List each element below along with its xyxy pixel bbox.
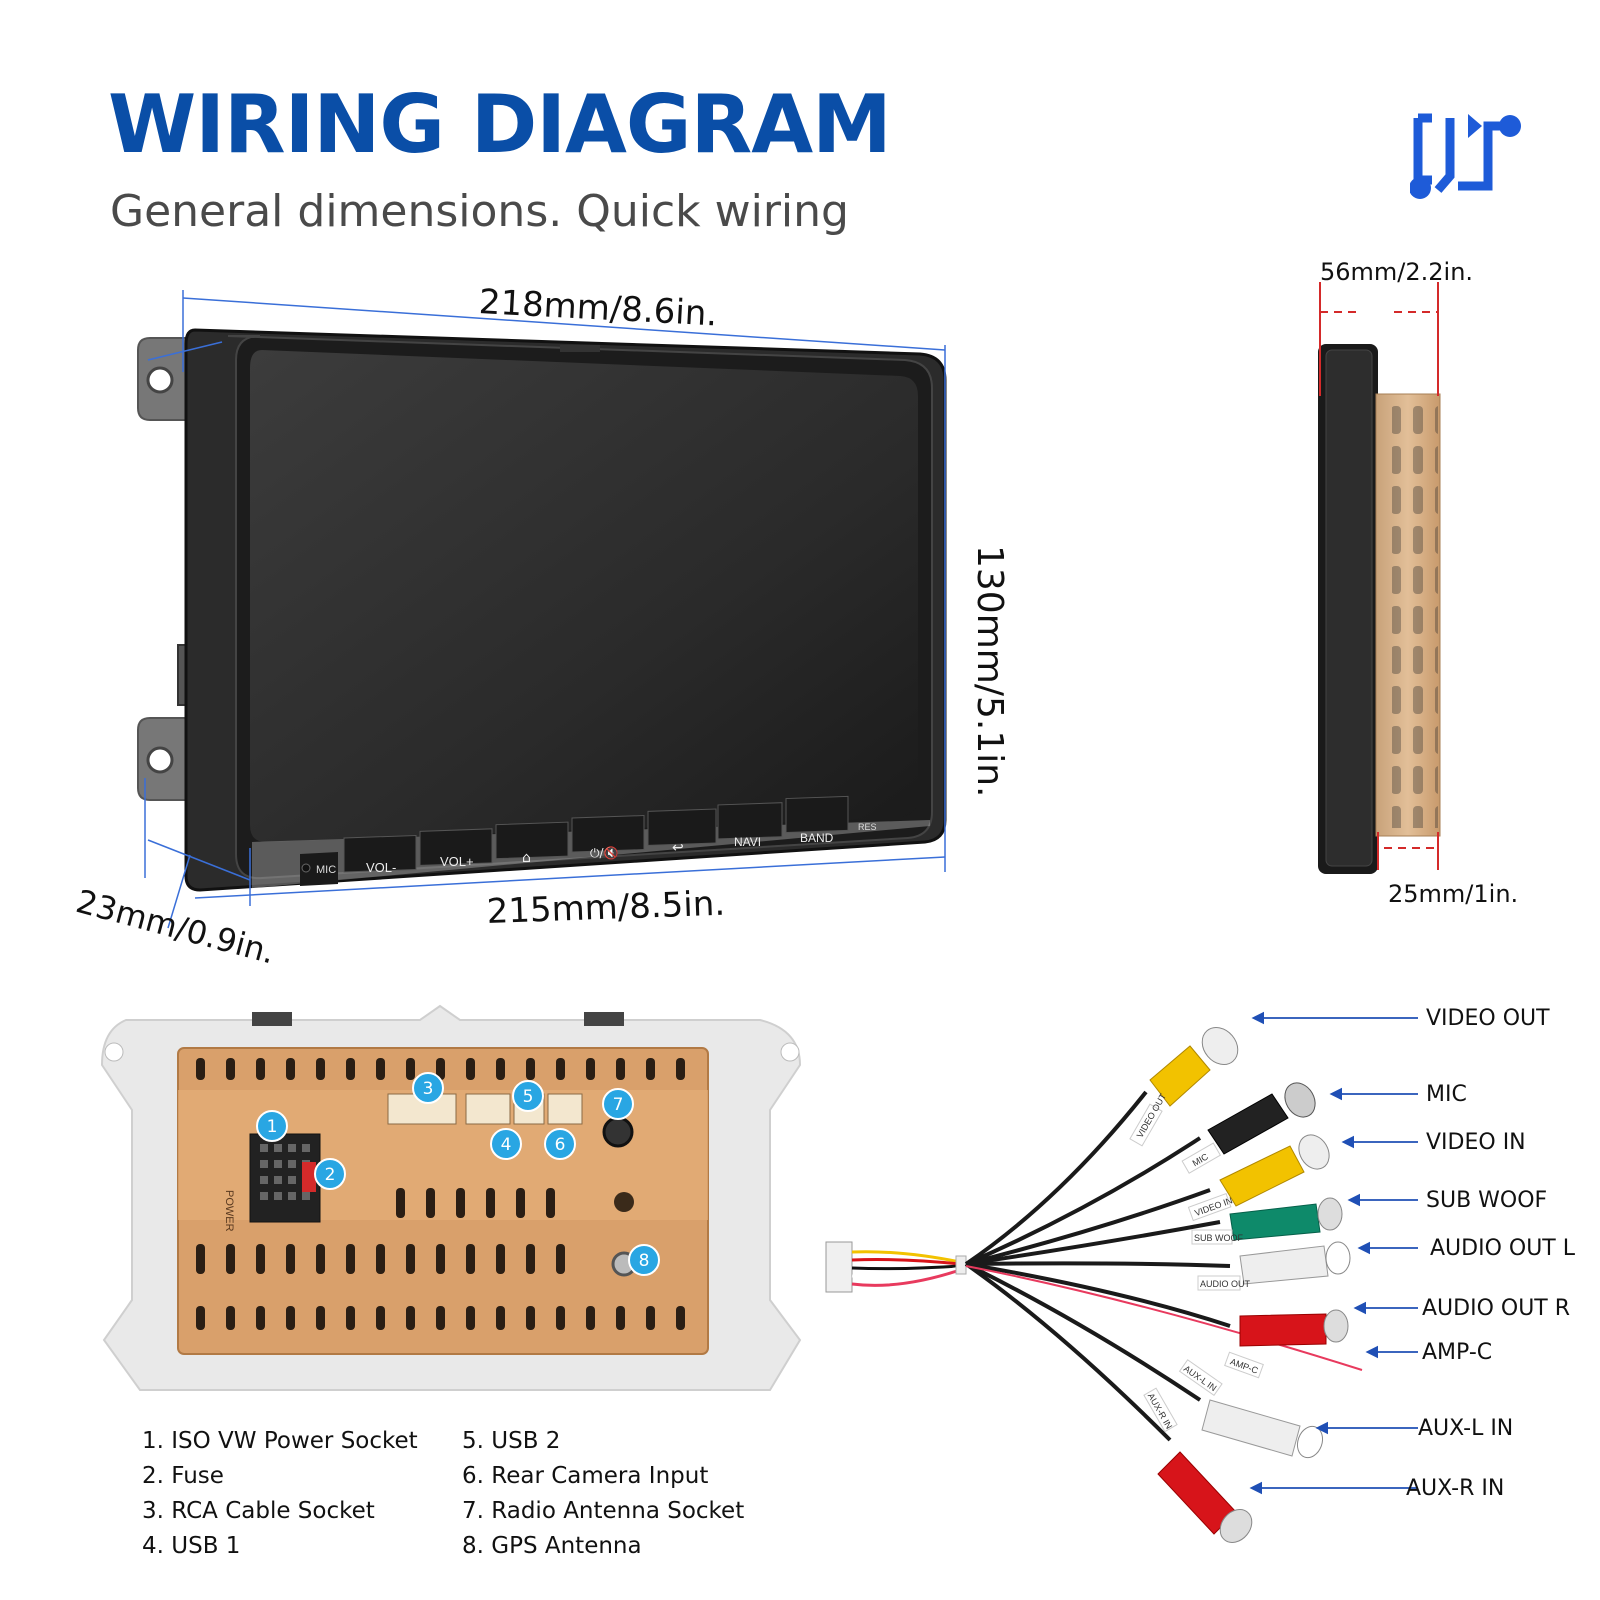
button-vol-down[interactable]: VOL-: [366, 860, 396, 875]
callout-7: [602, 1088, 634, 1120]
rca-label-audio-out-l: AUDIO OUT L: [1430, 1236, 1575, 1261]
callout-3-label: 3: [423, 1079, 434, 1099]
button-band[interactable]: BAND: [800, 831, 834, 845]
port-legend: 1. ISO VW Power Socket 2. Fuse 3. RCA Ca…: [142, 1428, 782, 1568]
rca-label-audio-out-r: AUDIO OUT R: [1422, 1296, 1571, 1321]
dimension-side-depth: 56mm/2.2in.: [1320, 258, 1474, 286]
legend-item: 5. USB 2: [462, 1428, 561, 1454]
dimension-width-bottom: 215mm/8.5in.: [486, 883, 726, 932]
legend-item: 7. Radio Antenna Socket: [462, 1498, 745, 1524]
callout-7-label: 7: [613, 1095, 624, 1115]
callout-4: [490, 1128, 522, 1160]
head-unit-side: [1318, 344, 1441, 874]
wiring-logo-icon: [1410, 113, 1521, 199]
dimension-height: 130mm/5.1in.: [969, 545, 1010, 798]
rca-cable: VIDEO OUT MIC VIDEO IN SUB WOOF AUDIO OU…: [825, 1011, 1418, 1543]
rca-label-amp-c: AMP-C: [1422, 1340, 1493, 1365]
button-mic[interactable]: MIC: [316, 864, 336, 876]
callout-2: [314, 1158, 346, 1190]
button-back[interactable]: ↩: [672, 840, 684, 856]
button-res[interactable]: RES: [858, 822, 877, 832]
callout-2-label: 2: [325, 1165, 336, 1185]
rca-leader-lines: [1249, 1011, 1418, 1495]
rca-label-video-out: VIDEO OUT: [1426, 1006, 1550, 1031]
callout-4-label: 4: [501, 1135, 512, 1155]
callout-8: [628, 1244, 660, 1276]
legend-item: 8. GPS Antenna: [462, 1533, 642, 1559]
callout-5-label: 5: [523, 1087, 534, 1107]
rca-label-sub-woof: SUB WOOF: [1426, 1188, 1548, 1213]
button-power-mute[interactable]: ⏻/🔇: [590, 846, 619, 860]
legend-item: 1. ISO VW Power Socket: [142, 1428, 418, 1454]
button-home[interactable]: ⌂: [522, 850, 531, 866]
rca-label-aux-r-in: AUX-R IN: [1406, 1476, 1505, 1501]
power-socket-label: POWER: [223, 1190, 235, 1232]
side-dimension-lines: [1319, 282, 1439, 870]
button-navi[interactable]: NAVI: [734, 835, 761, 849]
rca-label-video-in: VIDEO IN: [1426, 1130, 1526, 1155]
legend-item: 4. USB 1: [142, 1533, 241, 1559]
back-panel: POWER 1 2 3 4 5 6: [100, 1004, 802, 1391]
callout-1: [256, 1110, 288, 1142]
front-dimension-lines: [144, 290, 946, 929]
page-subtitle: General dimensions. Quick wiring: [110, 186, 849, 237]
callout-3: [412, 1072, 444, 1104]
callout-1-label: 1: [267, 1117, 278, 1137]
dimension-side-front: 25mm/1in.: [1388, 880, 1519, 908]
legend-item: 3. RCA Cable Socket: [142, 1498, 375, 1524]
tag-sub-woof: SUB WOOF: [1194, 1233, 1244, 1243]
callout-8-label: 8: [639, 1251, 650, 1271]
rca-plugs: [1149, 1027, 1351, 1543]
tag-audio-out: AUDIO OUT: [1200, 1279, 1251, 1289]
callout-5: [512, 1080, 544, 1112]
front-button-strip: MIC VOL- VOL+ ⌂ ⏻/🔇 ↩ NAVI BAND RES: [300, 795, 877, 886]
head-unit-front: MIC VOL- VOL+ ⌂ ⏻/🔇 ↩ NAVI BAND RES: [137, 328, 947, 892]
callout-6-label: 6: [555, 1135, 566, 1155]
back-panel-callouts: 1 2 3 4 5 6 7 8: [256, 1072, 660, 1276]
page-title: WIRING DIAGRAM: [108, 78, 892, 171]
button-vol-up[interactable]: VOL+: [440, 854, 474, 869]
legend-item: 6. Rear Camera Input: [462, 1463, 709, 1489]
rca-label-aux-l-in: AUX-L IN: [1418, 1416, 1514, 1441]
legend-item: 2. Fuse: [142, 1463, 224, 1489]
callout-6: [544, 1128, 576, 1160]
rca-label-mic: MIC: [1426, 1082, 1467, 1107]
